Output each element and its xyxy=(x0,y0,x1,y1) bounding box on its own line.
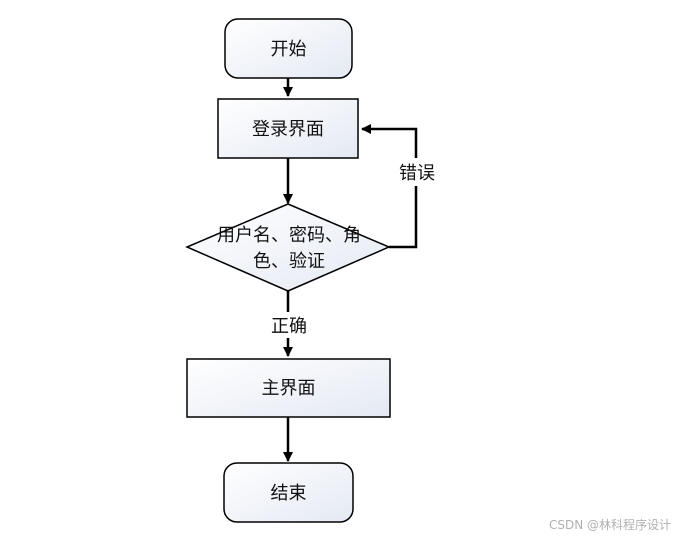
edge-error-loop xyxy=(361,124,418,249)
decision-label-line1: 用户名、密码、角 xyxy=(217,225,361,246)
main-node: 主界面 xyxy=(186,358,391,418)
start-node: 开始 xyxy=(224,18,353,79)
end-label: 结束 xyxy=(271,483,307,504)
main-label: 主界面 xyxy=(262,378,316,399)
decision-label-line2: 色、验证 xyxy=(253,251,325,272)
login-node: 登录界面 xyxy=(217,98,359,159)
start-label: 开始 xyxy=(271,39,307,60)
edge-label-error: 错误 xyxy=(399,163,435,184)
decision-node: 用户名、密码、角 色、验证 xyxy=(185,203,391,292)
end-node: 结束 xyxy=(223,462,354,523)
watermark: CSDN @林科程序设计 xyxy=(548,518,671,532)
edge-label-correct: 正确 xyxy=(271,316,307,337)
login-label: 登录界面 xyxy=(252,119,324,140)
